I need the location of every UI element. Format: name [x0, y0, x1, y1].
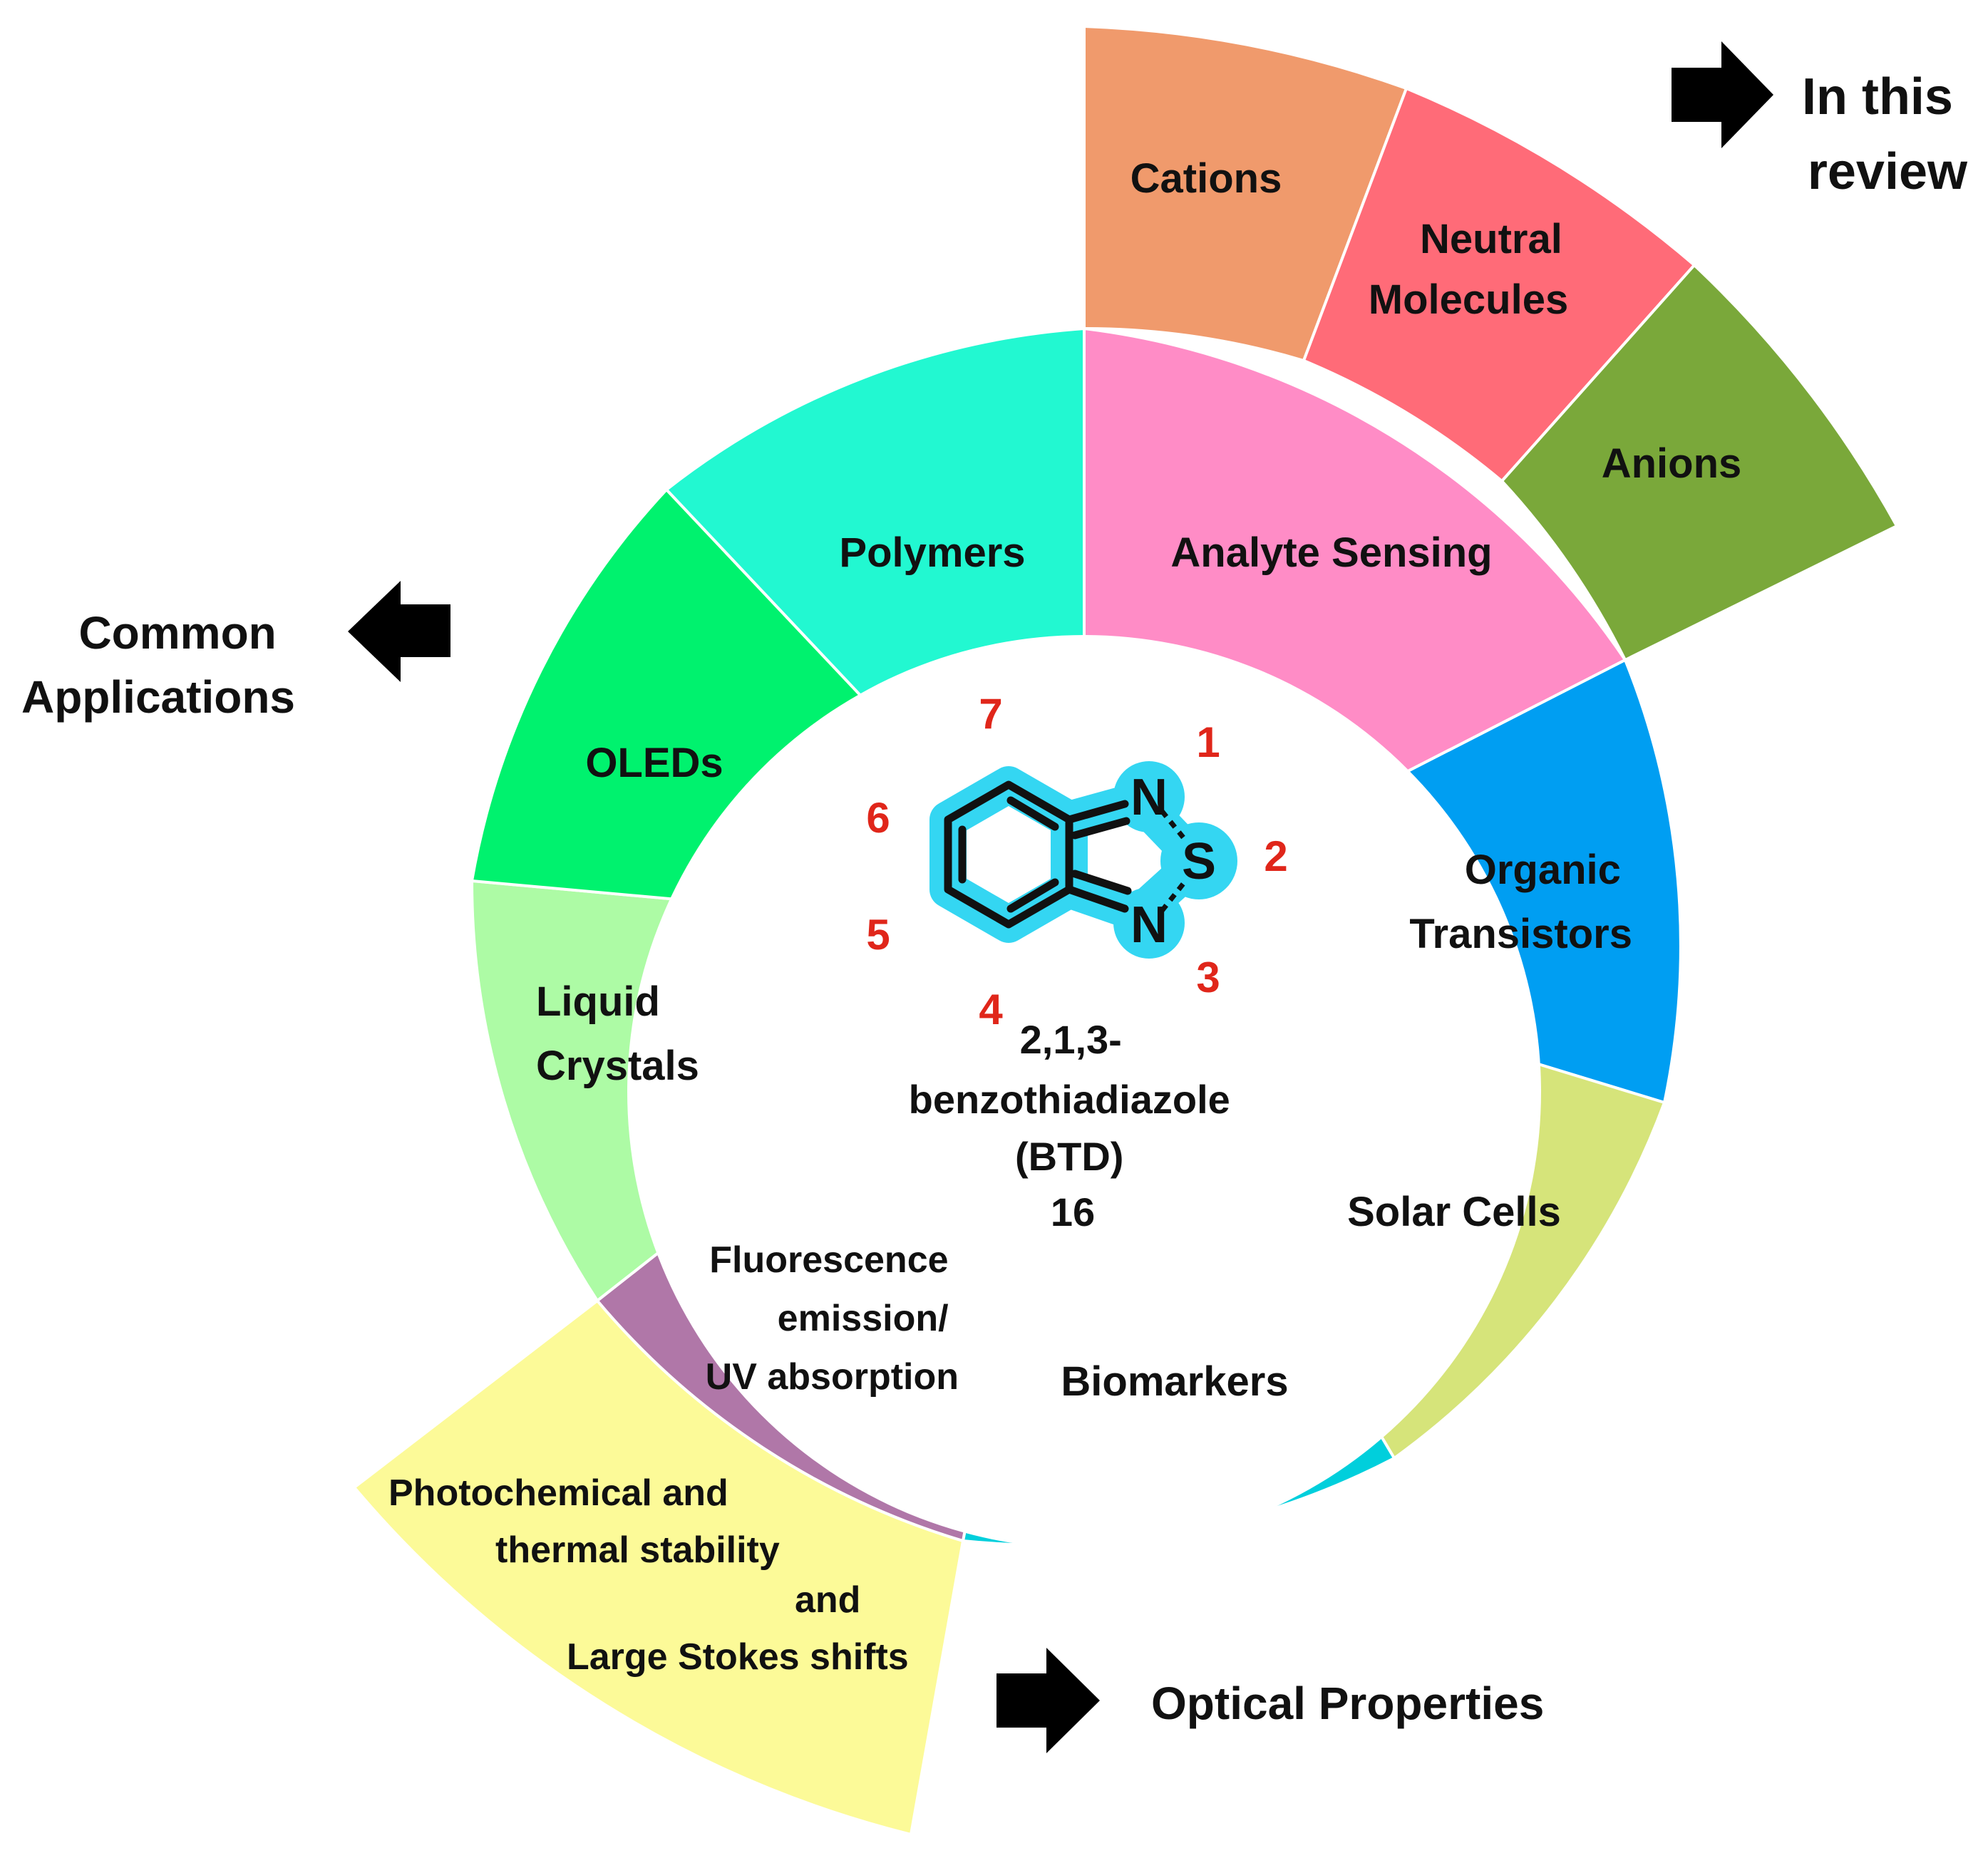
position-3: 3	[1196, 954, 1220, 1001]
position-4: 4	[979, 986, 1003, 1033]
position-5: 5	[866, 911, 890, 959]
btd-molecule-icon: N S N	[929, 761, 1237, 959]
label-optical-properties: Optical Properties	[1151, 1678, 1544, 1729]
label-cations: Cations	[1131, 155, 1282, 202]
label-biomarkers: Biomarkers	[1061, 1358, 1288, 1405]
label-liquid-crystals: Liquid Crystals	[536, 979, 699, 1089]
label-organic-transistors: Organic Transistors	[1409, 847, 1632, 957]
label-photochemical-stability: Photochemical and thermal stability and …	[388, 1472, 909, 1678]
label-fluorescence: Fluorescence emission/ UV absorption	[706, 1239, 959, 1398]
label-analyte-sensing: Analyte Sensing	[1170, 530, 1492, 576]
atom-n-top: N	[1131, 769, 1168, 826]
label-anions: Anions	[1602, 440, 1742, 487]
label-btd-compound: 2,1,3- benzothiadiazole (BTD) 16	[909, 1017, 1242, 1234]
atom-s: S	[1182, 833, 1216, 890]
label-in-this-review: In this review	[1802, 68, 1968, 200]
label-solar-cells: Solar Cells	[1347, 1189, 1561, 1235]
label-neutral-molecules: Neutral Molecules	[1369, 216, 1574, 323]
label-common-applications: Common Applications	[21, 607, 295, 723]
position-7: 7	[979, 690, 1002, 738]
segment-anions	[1500, 263, 1899, 662]
label-oleds: OLEDs	[585, 740, 723, 786]
position-1: 1	[1196, 718, 1220, 766]
arrow-right-review-icon	[1672, 41, 1773, 148]
atom-n-bottom: N	[1131, 897, 1168, 954]
arrow-right-optical-icon	[996, 1648, 1100, 1753]
position-2: 2	[1264, 832, 1287, 880]
label-polymers: Polymers	[839, 530, 1025, 576]
position-6: 6	[866, 794, 890, 842]
center-disk	[627, 635, 1541, 1549]
arrow-left-applications-icon	[348, 581, 450, 682]
